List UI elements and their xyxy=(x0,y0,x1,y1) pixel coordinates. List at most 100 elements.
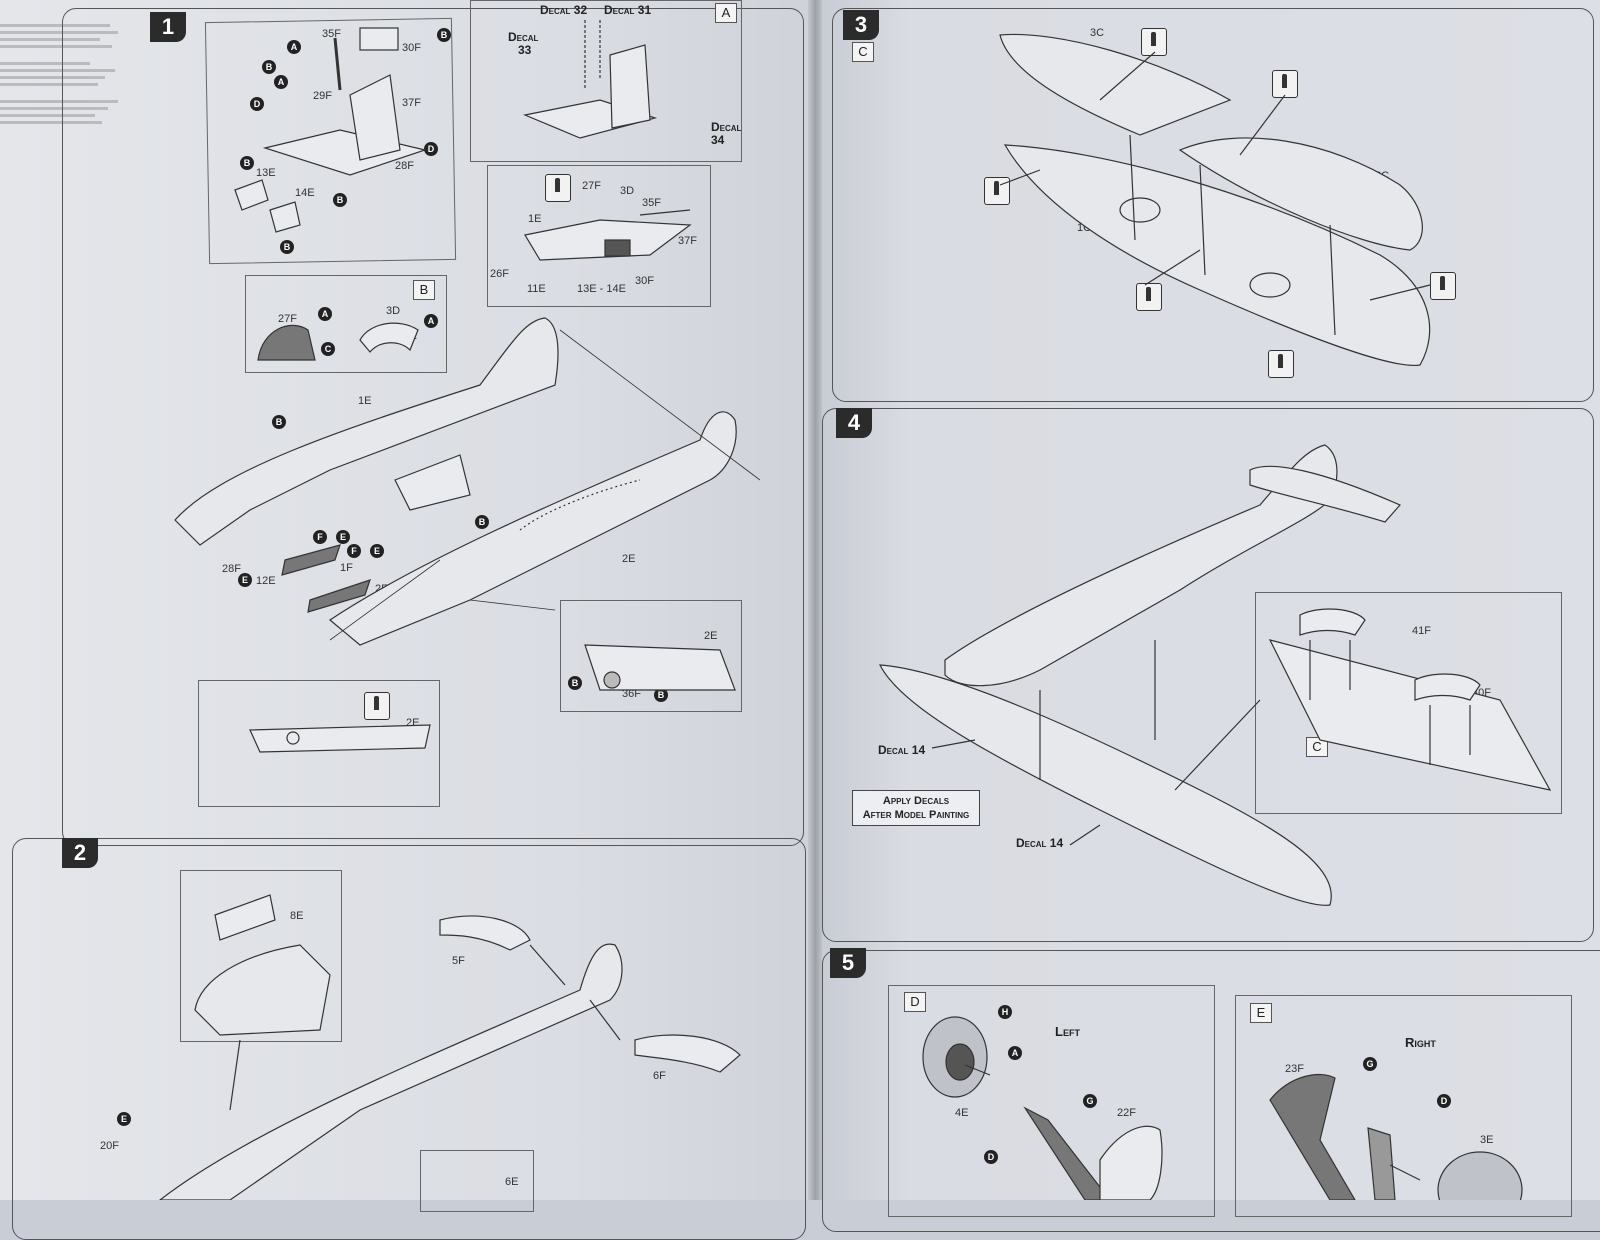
part-label: 2C xyxy=(1375,170,1390,182)
decal-label: 33 xyxy=(518,43,532,57)
part-label: 41F xyxy=(1412,625,1431,637)
marker-dot: B xyxy=(437,28,451,42)
part-label: 3D xyxy=(620,185,635,197)
marker-dot: E xyxy=(238,573,252,587)
exhaust-detail-box xyxy=(180,870,342,1042)
marker-dot: F xyxy=(313,530,327,544)
marker-dot: B xyxy=(475,515,489,529)
part-label: 4E xyxy=(955,1107,969,1119)
part-label: 20F xyxy=(100,1140,119,1152)
right-wheel-box xyxy=(1235,995,1572,1217)
marker-dot: B xyxy=(568,676,582,690)
right-wheel-title: Right xyxy=(1405,1035,1436,1050)
marker-dot: F xyxy=(347,544,361,558)
part-label: 12E xyxy=(256,575,276,587)
part-label: 2E xyxy=(704,630,718,642)
part-label: 13E xyxy=(256,167,276,179)
left-wheel-box xyxy=(888,985,1215,1217)
marker-dot: D xyxy=(250,97,264,111)
part-label: 36F xyxy=(622,688,641,700)
part-label: 30F xyxy=(402,42,421,54)
decal-label: Decal 14 xyxy=(1016,836,1064,850)
marker-dot: B xyxy=(240,156,254,170)
part-label: 37F xyxy=(678,235,697,247)
part-label: 23F xyxy=(1285,1063,1304,1075)
apply-decals-note: Apply Decals After Model Painting xyxy=(852,790,980,826)
marker-dot: D xyxy=(424,142,438,156)
part-label: 2E xyxy=(406,717,420,729)
left-wheel-title: Left xyxy=(1055,1024,1080,1039)
fuselage-glue-box xyxy=(198,680,440,807)
part-label: 11E xyxy=(527,283,546,295)
step-number: 3 xyxy=(843,10,879,40)
decal-label: Decal xyxy=(508,30,539,44)
marker-dot: E xyxy=(370,544,384,558)
part-label: 27F xyxy=(278,313,297,325)
marker-dot: B xyxy=(280,240,294,254)
marker-dot: A xyxy=(287,40,301,54)
part-label: 1C xyxy=(1077,222,1092,234)
step-number: 5 xyxy=(830,948,866,978)
box-letter: A xyxy=(715,3,737,23)
step-number: 2 xyxy=(62,838,98,868)
marker-dot: C xyxy=(321,342,335,356)
glue-icon xyxy=(1141,28,1167,56)
part-label: 30F xyxy=(635,275,654,287)
marker-dot: E xyxy=(336,530,350,544)
part-label: 27F xyxy=(582,180,601,192)
glue-icon xyxy=(364,692,390,720)
part-label: 26F xyxy=(490,268,509,280)
marker-dot: G xyxy=(1083,1094,1097,1108)
marker-dot: B xyxy=(272,415,286,429)
marker-dot: G xyxy=(1363,1057,1377,1071)
page-fold xyxy=(808,0,822,1200)
note-line: After Model Painting xyxy=(862,809,970,821)
marker-dot: A xyxy=(424,314,438,328)
marker-dot: B xyxy=(333,193,347,207)
marker-dot: B xyxy=(654,688,668,702)
part-label: 35F xyxy=(322,28,341,40)
marker-dot: D xyxy=(984,1150,998,1164)
marker-dot: A xyxy=(1008,1046,1022,1060)
decal-label: Decal 31 xyxy=(604,3,652,17)
decal-label: 34 xyxy=(711,133,725,147)
decal-label: Decal xyxy=(711,120,742,134)
glue-icon xyxy=(1430,272,1456,300)
box-letter: C xyxy=(852,42,874,62)
part-label: 3C xyxy=(1090,27,1105,39)
part-label: 35F xyxy=(642,197,661,209)
glue-icon xyxy=(1136,283,1162,311)
part-label: 2F xyxy=(375,583,388,595)
marker-dot: H xyxy=(998,1005,1012,1019)
part-label: 29F xyxy=(313,90,332,102)
part-label: 22F xyxy=(1117,1107,1136,1119)
part-label: 37F xyxy=(402,97,421,109)
part-label: 3D xyxy=(386,305,401,317)
decal-label: Decal 14 xyxy=(878,743,926,757)
part-label: 1E xyxy=(358,395,372,407)
part-label: 28F xyxy=(222,563,241,575)
glue-icon xyxy=(1268,350,1294,378)
part-label: 14E xyxy=(295,187,315,199)
marker-dot: A xyxy=(274,75,288,89)
step-2-panel xyxy=(12,838,806,1240)
decal-label: Decal 32 xyxy=(540,3,588,17)
step-number: 1 xyxy=(150,12,186,42)
detail-box-a xyxy=(470,0,742,162)
part-label: 28F xyxy=(395,160,414,172)
part-label: 27F xyxy=(398,333,417,345)
part-label: 1F xyxy=(340,562,353,574)
part-label: 8E xyxy=(290,910,304,922)
part-label: 5F xyxy=(452,955,465,967)
part-label: 6E xyxy=(505,1176,519,1188)
part-label: 13E - 14E xyxy=(577,283,626,295)
marker-dot: D xyxy=(1437,1094,1451,1108)
part-label: 3E xyxy=(1480,1134,1494,1146)
tailwheel-detail-box xyxy=(560,600,742,712)
multilingual-text-block xyxy=(0,20,125,128)
note-line: Apply Decals xyxy=(882,795,950,807)
box-letter: C xyxy=(1306,737,1328,757)
step-3-panel xyxy=(832,8,1594,402)
cockpit-subassembly-box xyxy=(204,17,457,265)
cockpit-detail-box xyxy=(487,165,711,307)
